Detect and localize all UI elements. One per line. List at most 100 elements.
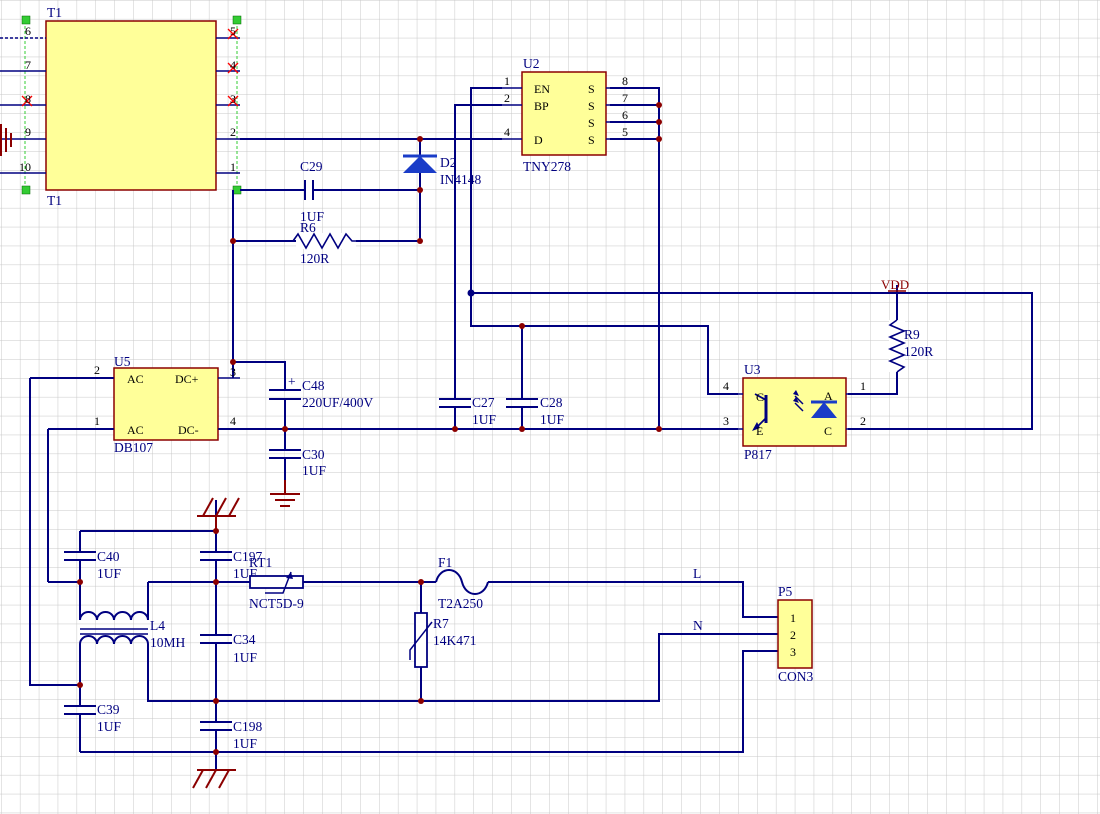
c30-ref: C30 [302,447,325,462]
thermistor-rt1[interactable]: RT1 NCT5D-9 [249,555,304,611]
u2-value: TNY278 [523,159,571,174]
c29-value: 1UF [300,209,324,224]
c27-ref: C27 [472,395,495,410]
u2-num-5: 5 [622,125,628,139]
c39-ref: C39 [97,702,120,717]
u2-num-7: 7 [622,91,628,105]
vdd-port[interactable]: VDD [881,277,909,292]
u2-pin-s1: S [588,82,595,96]
d2-ref: D2 [440,155,457,170]
c40-value: 1UF [97,566,121,581]
earth-ground-top [197,497,240,531]
u2-pin-en: EN [534,82,550,96]
optocoupler-u3-p817[interactable]: U3 P817 C E A C 4 3 1 2 [720,362,868,462]
t1-pin-6: 6 [25,24,31,38]
rt1-ref: RT1 [249,555,272,570]
transformer-t1[interactable]: T1 T1 6 7 8 9 10 5 4 3 2 1 [0,5,242,208]
c198-ref: C198 [233,719,263,734]
resistor-r6[interactable]: R6 120R [292,220,356,266]
t1-ref-top: T1 [47,5,62,20]
capacitor-c28[interactable]: C28 1UF [506,395,564,427]
t1-pin-7: 7 [25,58,31,72]
p5-pin-1: 1 [790,611,796,625]
c28-value: 1UF [540,412,564,427]
ic-u2-tny278[interactable]: U2 TNY278 EN BP D 1 2 4 S S S S 8 7 6 5 [502,56,628,174]
capacitor-c29[interactable]: C29 1UF [300,159,324,224]
p5-pin-3: 3 [790,645,796,659]
p5-pin-2: 2 [790,628,796,642]
net-label-n: N [693,618,703,633]
r7-value: 14K471 [433,633,477,648]
u2-ref: U2 [523,56,540,71]
capacitor-c48[interactable]: + C48 220UF/400V [269,374,374,429]
t1-pin-2: 2 [230,125,236,139]
u5-num-3: 3 [230,365,236,379]
u2-pin-s2: S [588,99,595,113]
u3-num-2: 2 [860,414,866,428]
ground-symbol-c30 [270,480,300,507]
t1-pin-3: 3 [230,92,236,106]
capacitor-c39[interactable]: C39 1UF [64,702,121,734]
f1-value: T2A250 [438,596,483,611]
u5-ref: U5 [114,354,131,369]
c197-ref: C197 [233,549,263,564]
u2-num-4: 4 [504,125,510,139]
u3-ref: U3 [744,362,761,377]
r6-ref: R6 [300,220,316,235]
c27-value: 1UF [472,412,496,427]
capacitor-c40[interactable]: C40 1UF [64,549,121,581]
wires-top [29,87,1033,686]
u5-pin-ac1: AC [127,372,144,386]
t1-pin-1: 1 [230,160,236,174]
t1-pin-4: 4 [230,58,236,72]
varistor-r7[interactable]: R7 14K471 [409,612,477,668]
c39-value: 1UF [97,719,121,734]
capacitor-c30[interactable]: C30 1UF [269,429,326,507]
junction-dots [77,102,662,755]
r6-value: 120R [300,251,329,266]
u2-pin-s4: S [588,133,595,147]
u3-pin-a: A [824,389,833,403]
t1-pin-10: 10 [19,160,31,174]
c30-value: 1UF [302,463,326,478]
bridge-u5-db107[interactable]: U5 DB107 AC DC+ AC DC- 2 3 1 4 [88,354,240,455]
u5-num-4: 4 [230,414,236,428]
c48-ref: C48 [302,378,325,393]
l4-value: 10MH [150,635,186,650]
connector-p5[interactable]: 1 2 3 P5 CON3 [777,584,814,684]
u2-num-1: 1 [504,74,510,88]
p5-value: CON3 [778,669,814,684]
c28-ref: C28 [540,395,563,410]
fuse-f1[interactable]: F1 T2A250 [435,555,489,611]
u5-pin-dcp: DC+ [175,372,199,386]
u5-pin-ac2: AC [127,423,144,437]
net-label-l: L [693,566,701,581]
u2-pin-s3: S [588,116,595,130]
capacitor-c198[interactable]: C198 1UF [200,719,263,751]
resistor-r9[interactable]: R9 120R [887,319,933,373]
t1-pin-5: 5 [230,24,236,38]
c34-value: 1UF [233,650,257,665]
t1-ref-bottom: T1 [47,193,62,208]
vdd-label: VDD [881,277,909,292]
c48-plus-sign: + [288,374,296,389]
u2-num-6: 6 [622,108,628,122]
u3-num-1: 1 [860,379,866,393]
u3-num-4: 4 [723,379,729,393]
u3-pin-c: C [756,390,764,404]
inductor-l4[interactable]: L4 10MH [79,611,186,652]
u3-num-3: 3 [723,414,729,428]
p5-ref: P5 [778,584,793,599]
t1-pin-8: 8 [25,92,31,106]
r7-ref: R7 [433,616,449,631]
capacitor-c34[interactable]: C34 1UF [200,632,257,665]
l4-ref: L4 [150,618,165,633]
capacitor-c27[interactable]: C27 1UF [439,395,496,427]
u5-num-1: 1 [94,414,100,428]
r9-value: 120R [904,344,933,359]
earth-ground-bottom [192,769,236,789]
diode-d2[interactable]: D2 IN4148 [403,154,481,187]
rt1-value: NCT5D-9 [249,596,304,611]
u2-num-8: 8 [622,74,628,88]
